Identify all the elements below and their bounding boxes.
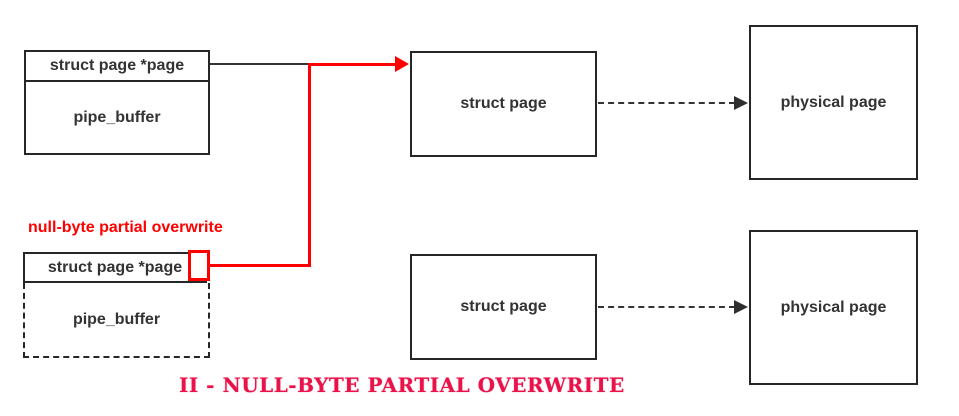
struct-page-box-bottom: struct page xyxy=(410,254,597,360)
pipe-buffer-label-bottom: pipe_buffer xyxy=(72,310,161,328)
page-pointer-label-top: struct page *page xyxy=(49,57,185,74)
pipe-buffer-label-top: pipe_buffer xyxy=(73,108,161,126)
pipe-buffer-body-bottom: pipe_buffer xyxy=(23,283,210,358)
page-pointer-field-top: struct page *page xyxy=(26,52,208,82)
diagram-title: II - NULL-BYTE PARTIAL OVERWRITE xyxy=(179,373,625,397)
pointer-line-black-segment xyxy=(210,63,310,65)
pipe-buffer-box-top: struct page *page pipe_buffer xyxy=(24,50,210,155)
page-pointer-field-bottom: struct page *page xyxy=(23,252,207,283)
overwrite-arrow-top-segment xyxy=(308,63,398,66)
overwrite-annotation: null-byte partial overwrite xyxy=(28,219,223,236)
mapping-dashed-line-bottom xyxy=(598,306,735,308)
pipe-buffer-body-top: pipe_buffer xyxy=(26,82,208,153)
mapping-arrowhead-bottom-icon xyxy=(734,300,748,314)
overwritten-byte-highlight xyxy=(188,250,210,281)
struct-page-label-bottom: struct page xyxy=(460,298,547,315)
overwrite-arrow-vertical-segment xyxy=(308,63,311,267)
page-pointer-label-bottom: struct page *page xyxy=(47,258,183,276)
struct-page-label-top: struct page xyxy=(460,95,547,112)
mapping-dashed-line-top xyxy=(598,102,735,104)
physical-page-label-bottom: physical page xyxy=(780,298,887,316)
overwrite-arrow-bottom-segment xyxy=(210,264,311,267)
mapping-arrowhead-top-icon xyxy=(734,96,748,110)
overwrite-arrowhead-icon xyxy=(395,56,409,72)
physical-page-label-top: physical page xyxy=(780,93,887,111)
physical-page-box-bottom: physical page xyxy=(749,230,918,385)
physical-page-box-top: physical page xyxy=(749,25,918,180)
struct-page-box-top: struct page xyxy=(410,51,597,157)
